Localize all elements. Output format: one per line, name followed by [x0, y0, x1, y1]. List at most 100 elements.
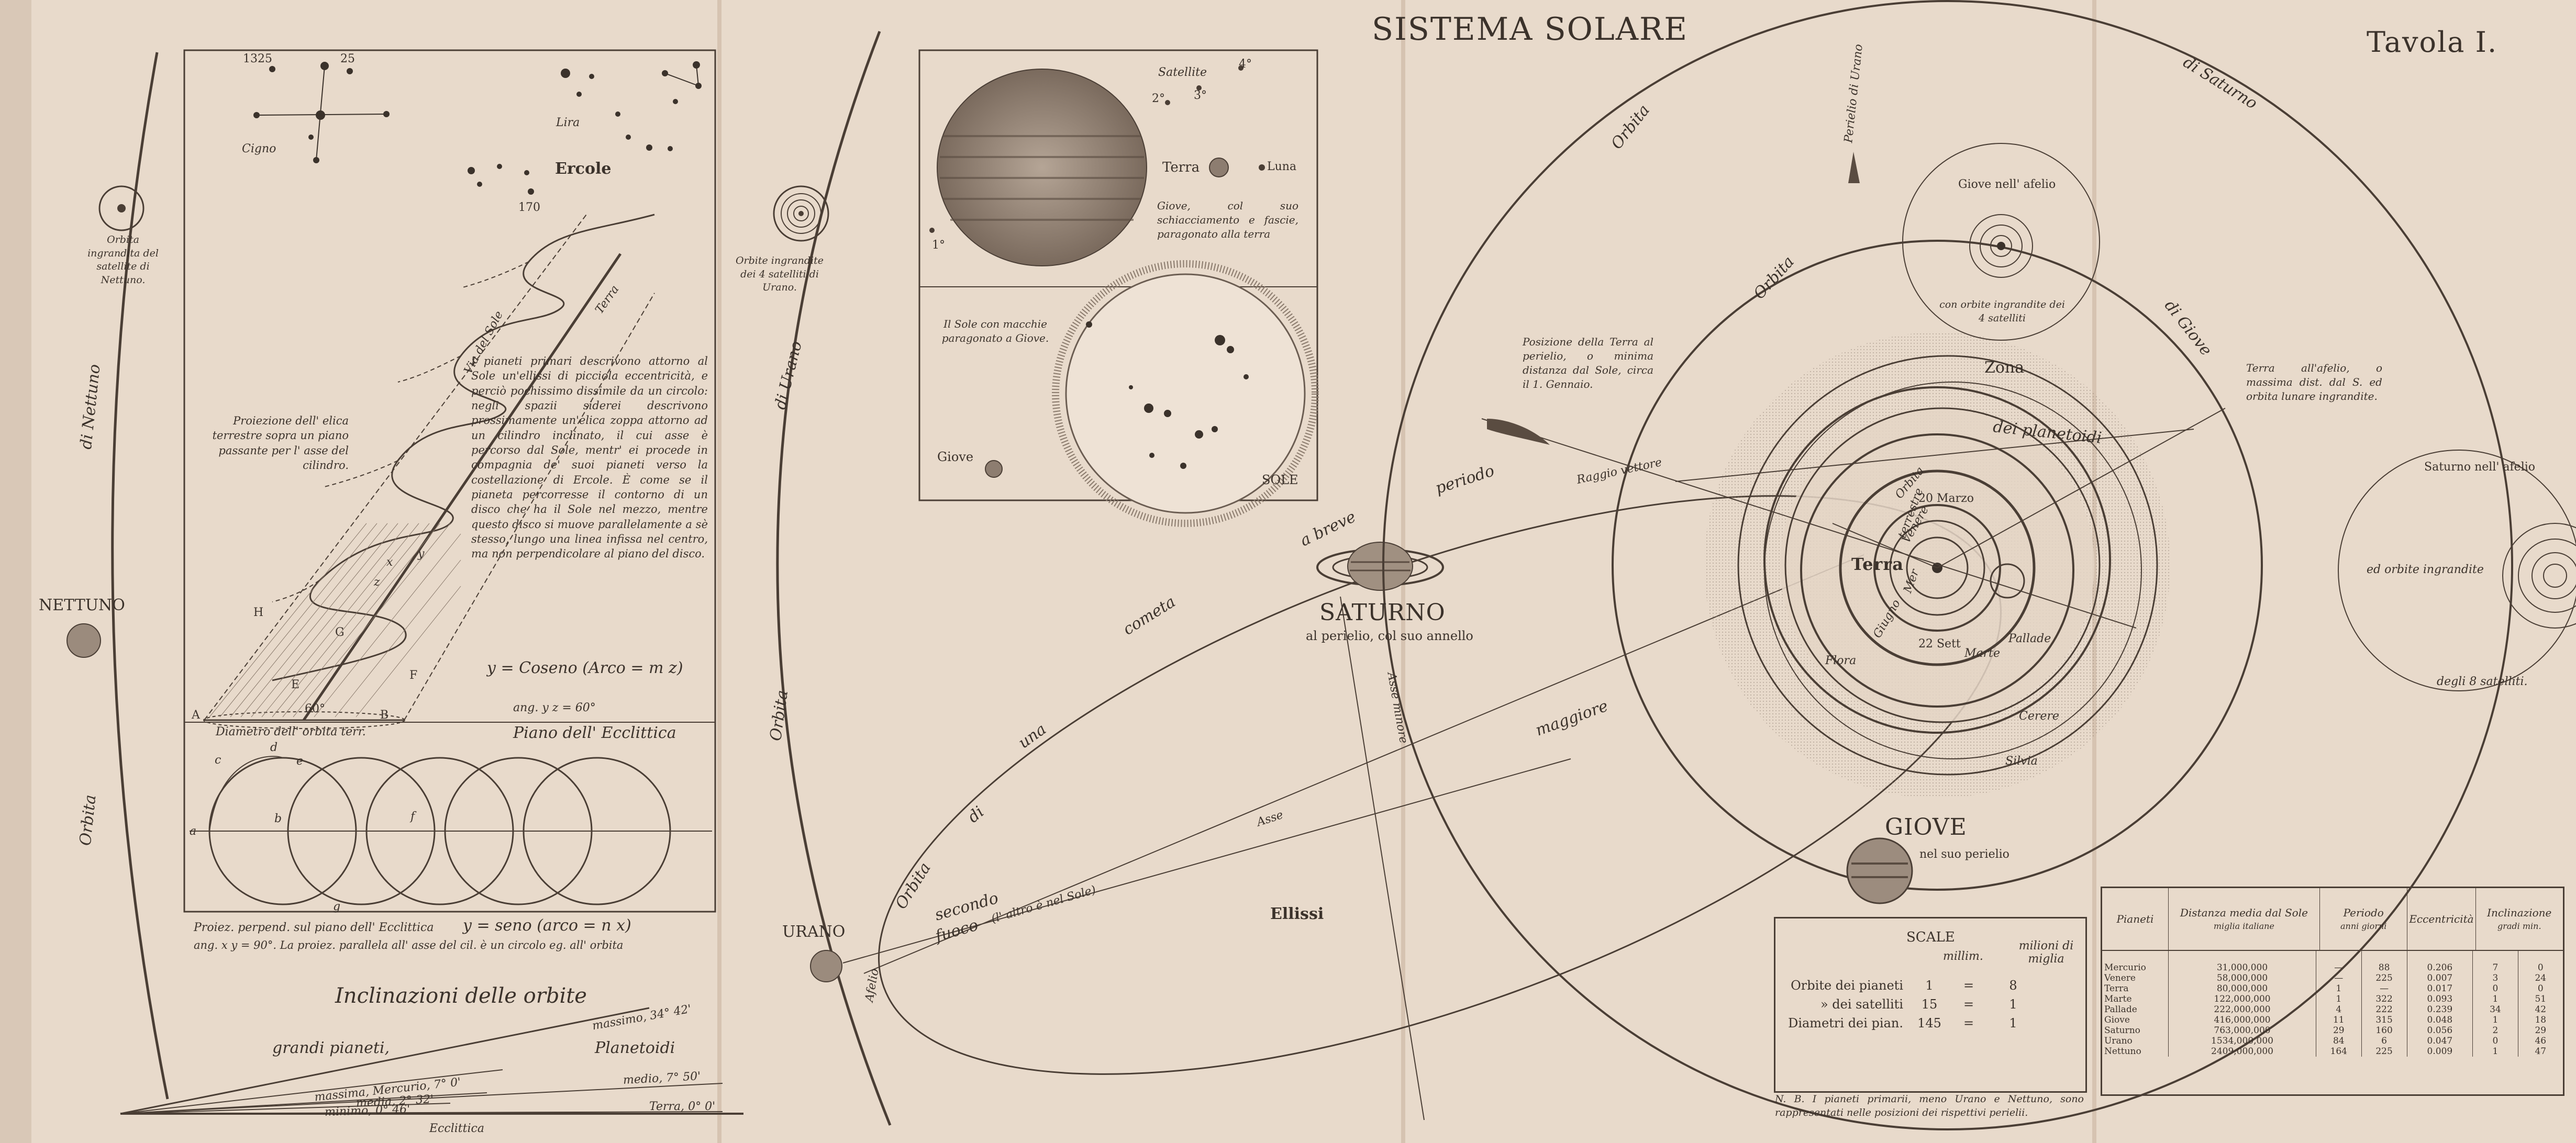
neptune-orbit: [111, 52, 169, 1100]
grandi-pianeti-label: grandi pianeti,: [272, 1039, 390, 1057]
table-cell-gr: 1: [2472, 994, 2518, 1004]
table-cell-mi: 46: [2535, 1036, 2547, 1046]
table-cell-p: Pallade: [2102, 1004, 2169, 1015]
scale-eq: =: [1963, 978, 1974, 993]
ecclittica-label: Ecclittica: [429, 1122, 484, 1135]
sat-1-label: 1°: [932, 239, 945, 252]
col-distanza-title: Distanza media dal Sole: [2180, 906, 2308, 919]
table-cell-gr: 7: [2472, 950, 2518, 973]
inclinations-title: Inclinazioni delle orbite: [335, 984, 587, 1008]
formula-sin: y = seno (arco = n x): [463, 916, 631, 935]
table-cell-gr: 0: [2472, 983, 2518, 994]
saturn-aphelion: [2338, 450, 2576, 691]
table-cell-d: 416,000,000: [2168, 1015, 2316, 1025]
col-periodo-title: Periodo: [2343, 906, 2384, 919]
uranus-perihelion-marker: [1848, 152, 1860, 183]
earth-aphelion-note: Terra all'afelio, o massima dist. dal S.…: [2246, 362, 2382, 402]
table-cell-d: 763,000,000: [2168, 1025, 2316, 1036]
neptune-satellite-orbit: [98, 185, 145, 231]
uranus-planet: [810, 950, 842, 982]
letter-d: d: [270, 741, 278, 754]
neptune-small: [117, 204, 126, 212]
table-cell-d: 31,000,000: [2168, 950, 2316, 973]
saturn-aphelion-sub: ed orbite ingrandite: [2367, 563, 2484, 576]
letter-b: b: [274, 812, 282, 825]
scale-eq: =: [1963, 997, 1974, 1012]
letter-H: H: [253, 606, 264, 619]
jupiter-aphelion: [1902, 143, 2100, 341]
scale-label: Orbite dei pianeti: [1791, 978, 1903, 993]
scale-label: Diametri dei pian.: [1788, 1016, 1903, 1030]
diameter-label: Diametro dell' orbita terr.: [216, 725, 366, 738]
neptune-label: NETTUNO: [39, 596, 125, 614]
constellation-lines: [256, 64, 699, 161]
table-cell-e: 0.093: [2407, 994, 2473, 1004]
sat-4-label: 4°: [1239, 58, 1252, 71]
constellation-stars: [253, 61, 702, 195]
letter-F: F: [409, 669, 418, 682]
table-cell-g: 88: [2361, 950, 2407, 973]
scale-mm: 145: [1917, 1016, 1941, 1030]
silvia-label: Silvia: [2005, 755, 2038, 768]
pallade-label: Pallade: [2008, 632, 2051, 645]
ellissi-label: Ellissi: [1270, 905, 1324, 923]
letter-e: e: [296, 755, 304, 768]
table-cell-e: 0.239: [2407, 1004, 2473, 1015]
table-cell-g: 160: [2361, 1025, 2407, 1036]
letter-x: x: [386, 556, 393, 569]
saturn-aphelion-sub2: degli 8 satelliti.: [2437, 675, 2528, 688]
cigno-label: Cigno: [242, 142, 276, 155]
plate-title: SISTEMA SOLARE: [1372, 11, 1689, 48]
scale-mi: 8: [2009, 978, 2017, 993]
table-cell-gr: 0: [2472, 1036, 2518, 1046]
jupiter-aphelion-sub: con orbite ingrandite dei 4 satelliti: [1939, 299, 2065, 324]
jupiter-small: [985, 460, 1003, 478]
box-sole-label: SOLE: [1262, 473, 1298, 487]
star-label-170: 170: [518, 201, 540, 214]
table-cell-e: 0.206: [2407, 950, 2473, 973]
table-cell-g: 315: [2361, 1015, 2407, 1025]
scale-label: » dei satelliti: [1820, 997, 1903, 1012]
table-cell-gr: 3: [2472, 973, 2518, 983]
saturn-label: SATURNO: [1319, 599, 1446, 626]
letter-B: B: [380, 709, 389, 722]
angle-60-label: 60°: [305, 702, 325, 715]
ecliptic-plane-label: Piano dell' Ecclittica: [513, 724, 676, 742]
sat-2-label: 2°: [1152, 92, 1165, 105]
table-cell-e: 0.056: [2407, 1025, 2473, 1036]
paper-edge: [0, 0, 31, 1143]
table-cell-mi: 29: [2535, 1025, 2547, 1036]
table-cell-g: 225: [2361, 1046, 2407, 1057]
radius-vectors: [1481, 408, 2226, 629]
table-cell-a: 1: [2316, 983, 2362, 994]
left-box: [183, 49, 716, 913]
table-cell-g: 6: [2361, 1036, 2407, 1046]
table-cell-p: Urano: [2102, 1036, 2169, 1046]
table-cell-a: —: [2316, 950, 2362, 973]
explanation-paragraph: I pianeti primari descrivono attorno al …: [471, 355, 708, 561]
letter-a: a: [190, 825, 197, 838]
letter-c: c: [215, 754, 221, 767]
zona-label: Zona: [1984, 358, 2025, 377]
box-giove-label: Giove: [937, 450, 974, 464]
helix-cylinder: [203, 214, 655, 729]
table-cell-p: Marte: [2102, 994, 2169, 1004]
lira-label: Lira: [556, 116, 580, 129]
table-cell-d: 122,000,000: [2168, 994, 2316, 1004]
table-cell-d: 80,000,000: [2168, 983, 2316, 994]
star-label-25: 25: [340, 52, 355, 65]
letter-g: g: [333, 900, 341, 913]
scale-row: Diametri dei pian. 145 = 1: [1783, 1014, 2039, 1033]
comet-head: [1487, 419, 1550, 445]
projection-caption-2: ang. x y = 90°. La proiez. parallela all…: [194, 939, 624, 951]
letter-E: E: [291, 678, 300, 691]
